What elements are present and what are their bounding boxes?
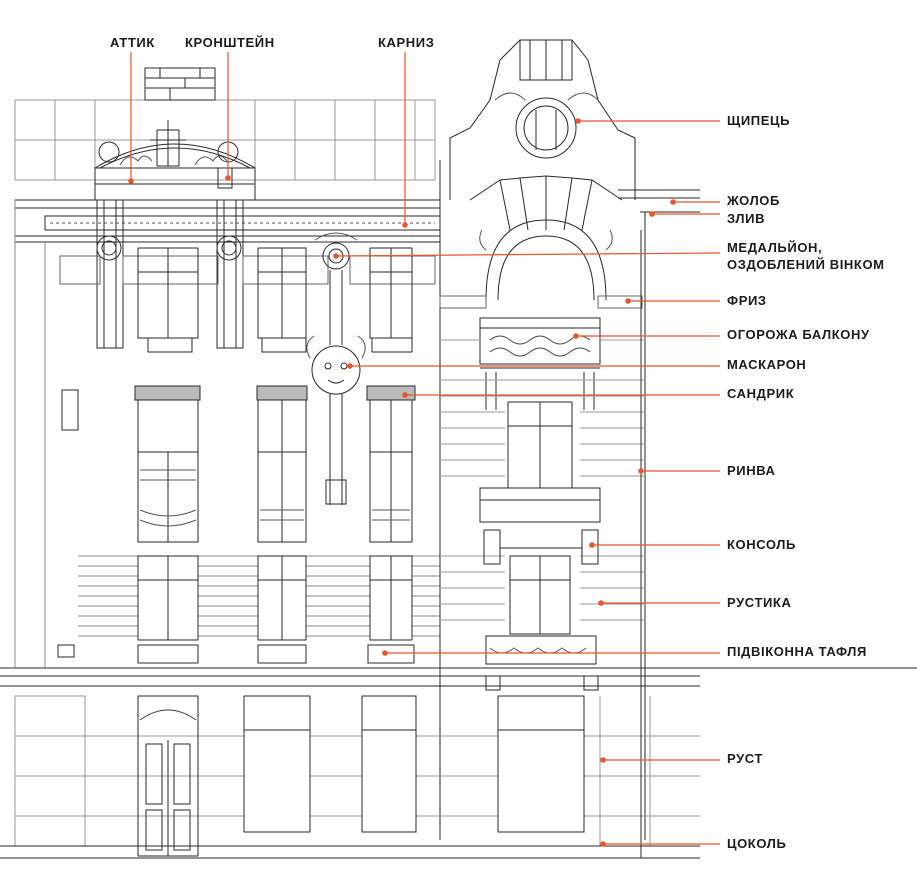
leader-pidvikonna bbox=[382, 650, 720, 656]
rust-blocks bbox=[14, 695, 700, 847]
label-zlyv: ЗЛИВ bbox=[727, 211, 766, 226]
gable-sides bbox=[439, 138, 700, 840]
label-rust: РУСТ bbox=[727, 751, 763, 766]
leader-ohorozha bbox=[573, 333, 720, 339]
label-medalion-line2: ОЗДОБЛЕНИЙ ВІНКОМ bbox=[727, 257, 885, 272]
label-kronshtein: КРОНШТЕЙН bbox=[185, 35, 275, 50]
windows-row-3 bbox=[57, 555, 415, 664]
leader-tsokol bbox=[600, 841, 720, 847]
leader-zlyv bbox=[649, 211, 720, 217]
chimney bbox=[144, 67, 216, 101]
attic-brackets bbox=[96, 167, 244, 349]
gable bbox=[449, 39, 636, 159]
label-tsokol: ЦОКОЛЬ bbox=[727, 836, 787, 851]
leader-konsol bbox=[589, 542, 720, 548]
leader-attik bbox=[128, 52, 134, 184]
leader-zholob bbox=[670, 199, 720, 205]
ground-floor-band bbox=[0, 667, 917, 687]
leader-sandryk bbox=[402, 392, 720, 398]
entrance-door bbox=[137, 695, 199, 857]
label-zholob: ЖОЛОБ bbox=[727, 193, 780, 208]
leader-lines bbox=[128, 52, 721, 847]
label-medalion-line1: МЕДАЛЬЙОН, bbox=[727, 240, 823, 255]
leader-kronshtein bbox=[225, 52, 231, 181]
label-karnyz: КАРНИЗ bbox=[378, 35, 435, 50]
label-konsol: КОНСОЛЬ bbox=[727, 537, 796, 552]
rustication-right bbox=[440, 339, 645, 621]
label-sandryk: САНДРИК bbox=[727, 386, 795, 401]
label-ohorozha: ОГОРОЖА БАЛКОНУ bbox=[727, 327, 870, 342]
label-attik: АТТИК bbox=[110, 35, 155, 50]
window-right-1 bbox=[507, 401, 573, 489]
windows-row-2 bbox=[61, 385, 416, 543]
balcony-lower bbox=[479, 487, 601, 565]
sunburst bbox=[469, 175, 623, 301]
leader-rynva bbox=[638, 468, 720, 474]
label-rynva: РИНВА bbox=[727, 463, 776, 478]
window-right-2 bbox=[485, 555, 599, 691]
label-rustyka: РУСТИКА bbox=[727, 595, 792, 610]
leader-maskaron bbox=[347, 363, 720, 369]
frieze-right bbox=[439, 295, 643, 309]
label-fryz: ФРИЗ bbox=[727, 293, 767, 308]
leader-rust bbox=[600, 757, 720, 763]
leader-fryz bbox=[625, 298, 720, 304]
leader-medalion bbox=[333, 252, 721, 259]
balcony-upper bbox=[479, 317, 601, 410]
leader-rustyka bbox=[598, 600, 720, 606]
roof-tiles bbox=[14, 99, 436, 181]
label-maskaron: МАСКАРОН bbox=[727, 357, 807, 372]
plinth bbox=[0, 845, 700, 859]
leader-karnyz bbox=[402, 52, 408, 228]
medallion-column bbox=[306, 232, 366, 505]
label-pidvikonna: ПІДВІКОННА ТАФЛЯ bbox=[727, 644, 867, 659]
label-shchypets: ЩИПЕЦЬ bbox=[727, 113, 791, 128]
shop-windows bbox=[243, 695, 585, 833]
windows-row-1 bbox=[137, 247, 413, 353]
leader-shchypets bbox=[575, 118, 720, 124]
left-edge bbox=[14, 200, 46, 668]
